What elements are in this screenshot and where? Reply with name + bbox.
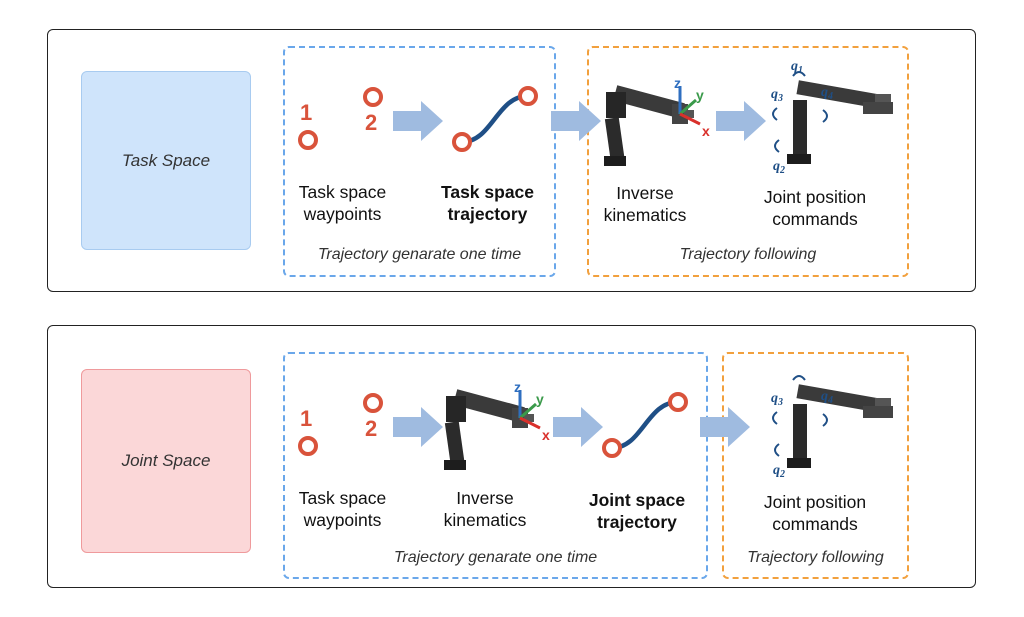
task-group1-caption: Trajectory genarate one time bbox=[317, 246, 522, 263]
joint-q2-label: q bbox=[773, 463, 780, 478]
joint-q3-subscript: 3 bbox=[777, 397, 783, 408]
step-line1: Joint position bbox=[763, 187, 867, 207]
joint-q4-subscript: 4 bbox=[827, 91, 833, 102]
task-step-joint-commands-label: Joint position commands bbox=[740, 186, 890, 230]
step-line2: trajectory bbox=[597, 512, 677, 532]
task-space-badge-label: Task Space bbox=[121, 150, 211, 170]
joint-q4-label: q bbox=[821, 389, 828, 404]
step-line2: commands bbox=[772, 514, 858, 534]
joint-space-badge-label: Joint Space bbox=[121, 451, 211, 470]
flow-arrow-icon bbox=[393, 407, 443, 447]
svg-text:q4: q4 bbox=[821, 85, 833, 102]
joint-q3-subscript: 3 bbox=[777, 93, 783, 104]
task-space-badge: Task Space bbox=[81, 71, 251, 250]
joint-q4-label: q bbox=[821, 85, 828, 100]
joint-step-waypoints-label: Task space waypoints bbox=[280, 487, 405, 531]
svg-text:q4: q4 bbox=[821, 389, 833, 406]
step-line1: Joint space bbox=[588, 490, 686, 510]
step-line2: kinematics bbox=[603, 205, 687, 225]
waypoints-icon: 1 2 bbox=[298, 393, 383, 456]
step-line2: kinematics bbox=[443, 510, 527, 530]
joint-group1-caption: Trajectory genarate one time bbox=[393, 549, 598, 566]
step-line2: waypoints bbox=[303, 204, 382, 224]
joint-group2-caption: Trajectory following bbox=[747, 549, 884, 566]
axis-y-label: y bbox=[696, 87, 704, 103]
task-step-waypoints-label: Task space waypoints bbox=[280, 181, 405, 225]
axis-y-label: y bbox=[536, 391, 544, 407]
waypoint-1-label: 1 bbox=[300, 406, 312, 431]
step-line1: Task space bbox=[298, 182, 387, 202]
task-trajectory-following-group bbox=[587, 46, 909, 277]
task-step-trajectory-label: Task space trajectory bbox=[425, 181, 550, 225]
robot-arm-joints-icon: q3 q4 q2 bbox=[771, 375, 893, 480]
axis-z-label: z bbox=[674, 75, 681, 91]
joint-step-joint-commands-label: Joint position commands bbox=[740, 491, 890, 535]
joint-q2-label: q bbox=[773, 159, 780, 174]
task-group2-caption: Trajectory following bbox=[679, 246, 817, 263]
step-line1: Task space bbox=[298, 488, 387, 508]
robot-arm-axes-icon: z y x bbox=[604, 75, 710, 166]
task-step-inverse-kinematics-label: Inverse kinematics bbox=[590, 182, 700, 226]
svg-text:q2: q2 bbox=[773, 463, 785, 480]
axis-x-label: x bbox=[702, 123, 710, 139]
joint-q3-label: q bbox=[771, 87, 778, 102]
svg-text:q1: q1 bbox=[791, 59, 803, 76]
joint-q1-subscript: 1 bbox=[798, 65, 803, 76]
step-line2: commands bbox=[772, 209, 858, 229]
trajectory-curve-icon bbox=[452, 86, 538, 152]
robot-arm-joints-icon: q1 q3 q4 q2 bbox=[771, 59, 893, 176]
step-line1: Inverse bbox=[456, 488, 514, 508]
waypoint-2-label: 2 bbox=[365, 110, 377, 135]
task-trajectory-generation-group bbox=[283, 46, 556, 277]
axis-z-label: z bbox=[514, 379, 521, 395]
joint-trajectory-following-group bbox=[722, 352, 909, 579]
joint-q3-label: q bbox=[771, 391, 778, 406]
joint-step-inverse-kinematics-label: Inverse kinematics bbox=[430, 487, 540, 531]
flow-arrow-icon bbox=[393, 101, 443, 141]
svg-text:q2: q2 bbox=[773, 159, 785, 176]
joint-q2-subscript: 2 bbox=[779, 165, 785, 176]
step-line1: Task space bbox=[440, 182, 535, 202]
waypoint-1-label: 1 bbox=[300, 100, 312, 125]
step-line1: Inverse bbox=[616, 183, 674, 203]
joint-space-badge: Joint Space bbox=[81, 369, 251, 553]
step-line2: waypoints bbox=[303, 510, 382, 530]
joint-q1-label: q bbox=[791, 59, 798, 74]
joint-q4-subscript: 4 bbox=[827, 395, 833, 406]
waypoint-2-label: 2 bbox=[365, 416, 377, 441]
joint-step-trajectory-label: Joint space trajectory bbox=[572, 489, 702, 533]
step-line1: Joint position bbox=[763, 492, 867, 512]
trajectory-curve-icon bbox=[602, 392, 688, 458]
flow-arrow-icon bbox=[553, 407, 603, 447]
robot-arm-axes-icon: z y x bbox=[444, 379, 550, 470]
flow-arrow-icon bbox=[700, 407, 750, 447]
svg-text:q3: q3 bbox=[771, 87, 783, 104]
step-line2: trajectory bbox=[447, 204, 528, 224]
axis-x-label: x bbox=[542, 427, 550, 443]
joint-q2-subscript: 2 bbox=[779, 469, 785, 480]
joint-trajectory-generation-group bbox=[283, 352, 708, 579]
flow-arrow-icon bbox=[551, 101, 601, 141]
svg-text:q3: q3 bbox=[771, 391, 783, 408]
waypoints-icon: 1 2 bbox=[298, 87, 383, 150]
flow-arrow-icon bbox=[716, 101, 766, 141]
